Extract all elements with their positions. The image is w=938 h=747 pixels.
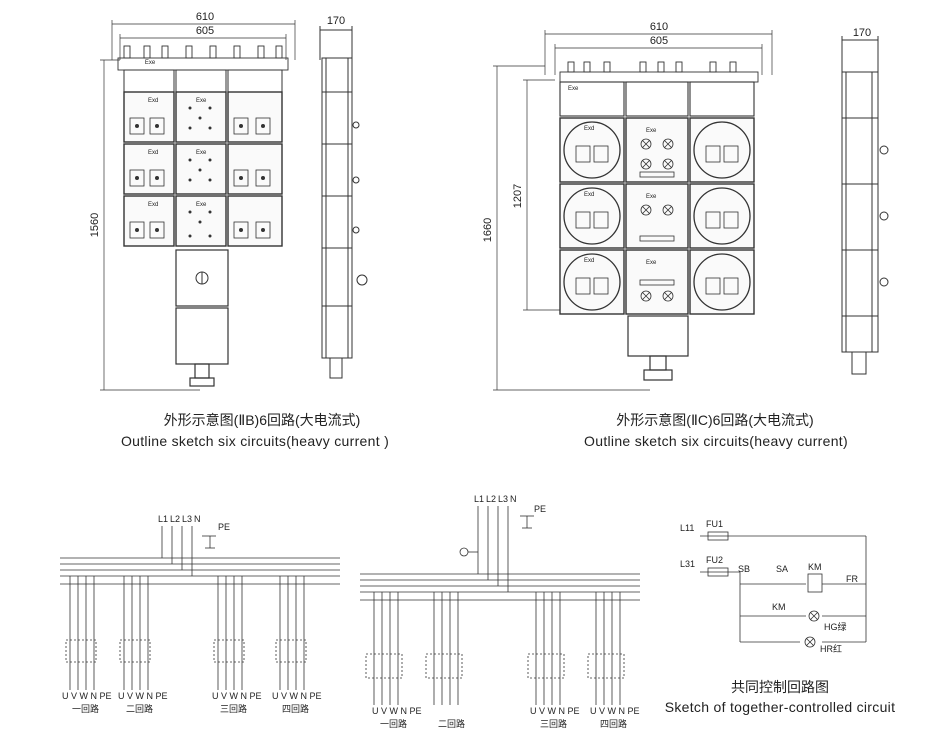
label-sb: SB xyxy=(738,564,750,574)
module-label: Exd xyxy=(148,202,158,208)
label-n: N xyxy=(510,494,517,504)
dim-height: 1560 xyxy=(89,213,101,237)
caption-cn-iic: 外形示意图(ⅡC)6回路(大电流式) xyxy=(616,412,813,428)
terminal-labels: U V W N PE xyxy=(590,706,640,716)
loop-label: 一回路 xyxy=(72,703,99,714)
dim-w-outer: 610 xyxy=(650,21,668,33)
top-rail xyxy=(117,45,289,71)
label-fr: FR xyxy=(846,574,858,584)
dim-height-inner: 1207 xyxy=(512,184,524,208)
terminal-labels: U V W N PE xyxy=(118,691,168,701)
label-pe: PE xyxy=(218,522,230,532)
module-label: Exe xyxy=(646,128,657,134)
loop-label: 二回路 xyxy=(438,718,465,729)
caption-en-control: Sketch of together-controlled circuit xyxy=(665,699,896,715)
caption-en-iib: Outline sketch six circuits(heavy curren… xyxy=(121,433,389,449)
dim-side-w: 170 xyxy=(327,15,345,27)
label-l1: L1 xyxy=(158,514,168,524)
module-label: Exe xyxy=(646,260,657,266)
loop-label: 四回路 xyxy=(600,718,627,729)
label-l31: L31 xyxy=(680,559,695,569)
dim-w-inner: 605 xyxy=(196,25,214,37)
label-sa: SA xyxy=(776,564,788,574)
label-l3: L3 xyxy=(498,494,508,504)
caption-en-iic: Outline sketch six circuits(heavy curren… xyxy=(584,433,848,449)
module-label: Exd xyxy=(148,98,158,104)
terminal-labels: U V W N PE xyxy=(272,691,322,701)
label-l11: L11 xyxy=(680,523,694,533)
module-label: Exe xyxy=(145,60,156,66)
label-pe: PE xyxy=(534,504,546,514)
outline-sketch-iic: 610 605 1660 1207 Exe xyxy=(482,21,889,449)
module-label: Exe xyxy=(646,194,657,200)
module-label: Exd xyxy=(148,150,158,156)
module-label: Exe xyxy=(196,150,207,156)
dim-side-w: 170 xyxy=(853,27,871,39)
label-l3: L3 xyxy=(182,514,192,524)
label-km-contact: KM xyxy=(772,602,786,612)
label-fu1: FU1 xyxy=(706,519,723,529)
circuit-diagram-middle xyxy=(360,506,640,705)
control-circuit xyxy=(700,531,867,643)
terminal-labels: U V W N PE xyxy=(530,706,580,716)
loop-label: 三回路 xyxy=(220,703,247,714)
dim-w-inner: 605 xyxy=(650,35,668,47)
label-km: KM xyxy=(808,562,822,572)
dimension-610-left xyxy=(111,20,296,60)
module-label: Exe xyxy=(196,202,207,208)
loop-label: 一回路 xyxy=(380,718,407,729)
dim-height-outer: 1660 xyxy=(482,218,494,242)
dim-w-outer: 610 xyxy=(196,11,214,23)
label-l2: L2 xyxy=(170,514,180,524)
label-l1: L1 xyxy=(474,494,484,504)
label-n: N xyxy=(194,514,201,524)
outline-sketch-iib: 610 605 1560 Exe xyxy=(89,11,389,449)
module-label: Exd xyxy=(584,126,594,132)
loop-label: 三回路 xyxy=(540,718,567,729)
loop-label: 二回路 xyxy=(126,703,153,714)
circuit-diagram-left xyxy=(60,526,340,690)
loop-label: 四回路 xyxy=(282,703,309,714)
caption-cn-iib: 外形示意图(ⅡB)6回路(大电流式) xyxy=(164,412,361,428)
module-label: Exe xyxy=(196,98,207,104)
main-grid xyxy=(123,91,283,247)
module-label: Exd xyxy=(584,192,594,198)
module-label: Exe xyxy=(568,86,579,92)
label-hg: HG绿 xyxy=(824,621,847,632)
label-l2: L2 xyxy=(486,494,496,504)
terminal-labels: U V W N PE xyxy=(212,691,262,701)
caption-cn-control: 共同控制回路图 xyxy=(731,679,829,695)
terminal-labels: U V W N PE xyxy=(62,691,112,701)
label-hr: HR红 xyxy=(820,643,842,654)
label-fu2: FU2 xyxy=(706,555,723,565)
side-view-left xyxy=(319,26,368,379)
terminal-labels: U V W N PE xyxy=(372,706,422,716)
module-label: Exd xyxy=(584,258,594,264)
